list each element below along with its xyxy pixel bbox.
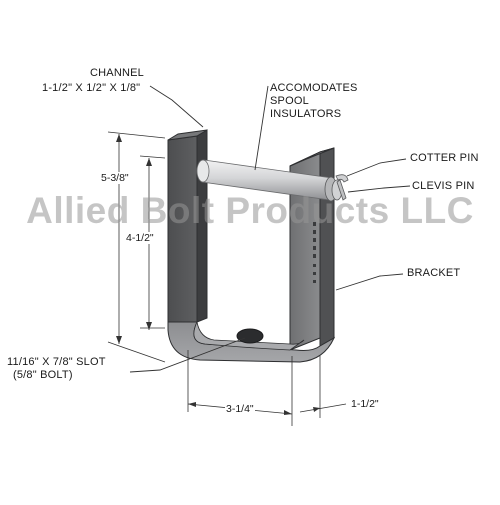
clevis-leader [347, 185, 411, 193]
accomodates-label: ACCOMODATES SPOOL INSULATORS [270, 82, 358, 121]
accomodates-label-line3: INSULATORS [270, 108, 342, 120]
accomodates-leader [254, 85, 269, 171]
slot-hole [236, 328, 264, 344]
dim-width: 3-1/4" [225, 403, 255, 415]
slot-label: 11/16" X 7/8" SLOT (5/8" BOLT) [7, 356, 106, 382]
accomodates-label-line2: SPOOL [270, 95, 309, 107]
dim-height-total: 5-3/8" [100, 172, 130, 184]
channel-label-line2: 1-1/2" X 1/2" X 1/8" [42, 82, 141, 94]
dim-depth: 1-1/2" [350, 398, 380, 410]
clevis-pin-label: CLEVIS PIN [412, 180, 475, 192]
watermark: Allied Bolt Products LLC [26, 190, 474, 231]
slot-label-line1: 11/16" X 7/8" SLOT [7, 356, 106, 368]
bracket-leader [335, 273, 404, 291]
cotter-pin [335, 174, 349, 201]
cotter-leader [346, 158, 407, 177]
channel-label-line1: CHANNEL [90, 67, 144, 79]
accomodates-label-line1: ACCOMODATES [270, 82, 358, 94]
stamp-marks [313, 222, 316, 283]
cotter-pin-label: COTTER PIN [410, 152, 479, 164]
slot-leader [129, 337, 246, 373]
clevis-pin [196, 159, 343, 202]
slot-label-line2: (5/8" BOLT) [13, 369, 73, 381]
channel-label: CHANNEL 1-1/2" X 1/2" X 1/8" [42, 67, 144, 95]
leader-lines [129, 85, 411, 373]
dim-height-inner: 4-1/2" [125, 232, 155, 244]
channel-leader [149, 85, 204, 128]
bracket-base [167, 320, 336, 363]
dimension-arrows [116, 134, 320, 415]
bracket-label: BRACKET [407, 267, 461, 279]
